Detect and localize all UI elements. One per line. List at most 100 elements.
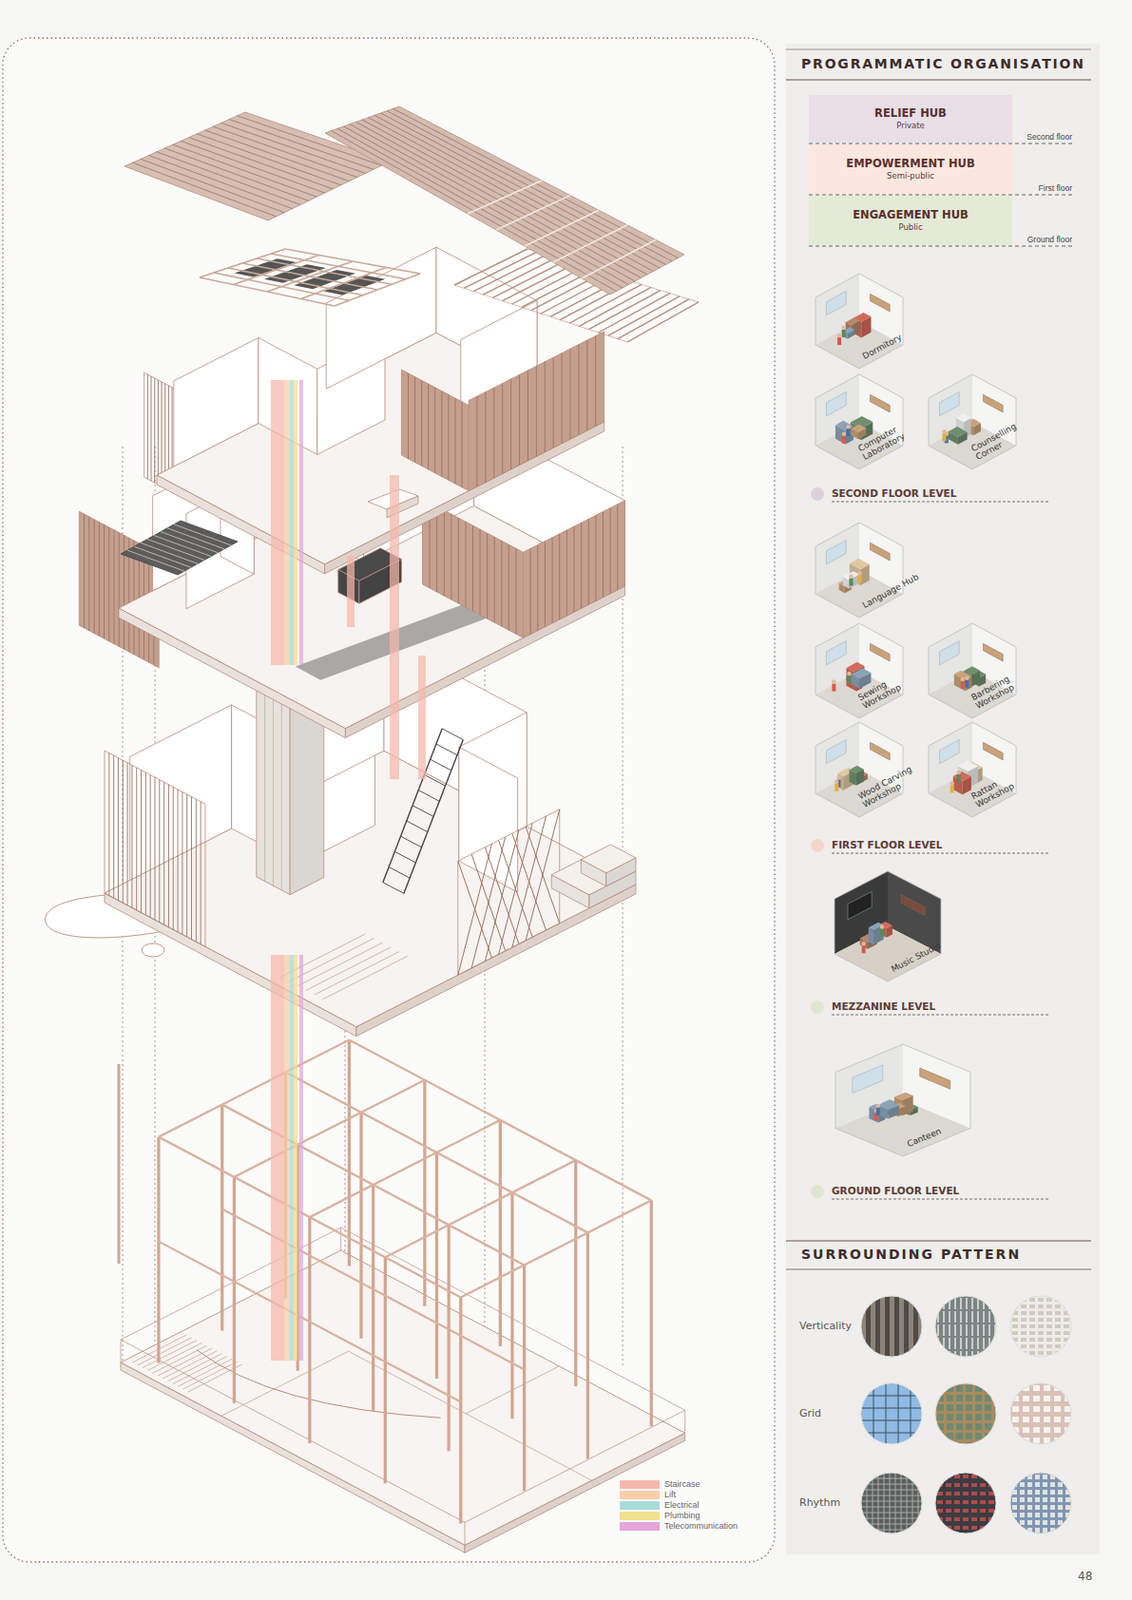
photo-window	[962, 1509, 969, 1514]
drawing-line	[494, 537, 496, 623]
photo-window	[962, 1517, 969, 1522]
room-vignette: Dormitory	[815, 273, 903, 369]
vignette-face	[826, 540, 847, 565]
photo-window	[1055, 1318, 1061, 1323]
drawing-line	[148, 155, 292, 210]
vignette-face	[815, 374, 903, 470]
photo-window	[971, 1526, 978, 1531]
stair-shaft	[389, 475, 400, 780]
photo-window	[1055, 1304, 1061, 1309]
photo-window	[1019, 1497, 1025, 1503]
hub-band: EMPOWERMENT HUBSemi-public	[808, 144, 1013, 194]
drawing-line	[518, 374, 520, 465]
room-illustration	[815, 273, 903, 369]
photo-window	[937, 1500, 943, 1505]
vignette-face	[851, 668, 872, 679]
drawing-line	[482, 257, 557, 295]
drawing-line	[501, 383, 503, 474]
photo-window	[975, 1404, 982, 1412]
vignette-face	[901, 895, 925, 917]
photo-window	[982, 1311, 985, 1324]
photo-window	[956, 1385, 963, 1393]
figure-head	[834, 780, 839, 785]
drawing-line	[394, 851, 416, 864]
drawing-line	[383, 882, 404, 895]
vignette-face	[894, 1093, 914, 1101]
photo-window	[1029, 1318, 1036, 1323]
drawing-line	[167, 528, 225, 550]
photo-window	[945, 1509, 952, 1514]
photo-window	[945, 1517, 952, 1522]
photo-window	[971, 1351, 974, 1363]
drawing-line	[650, 1200, 653, 1427]
drawing-line	[140, 158, 285, 212]
drawing-line	[423, 774, 445, 787]
drawing-line	[617, 299, 690, 340]
drawing-line	[786, 79, 1092, 81]
drawing-line	[544, 362, 546, 453]
legend-swatch	[619, 1522, 660, 1532]
drawing-line	[94, 519, 96, 634]
drawing-line	[272, 686, 274, 886]
photo-window	[1029, 1304, 1036, 1309]
drawing-line	[297, 942, 383, 986]
photo-window	[1057, 1482, 1063, 1488]
photo-window	[1037, 1311, 1044, 1316]
vignette-face	[870, 643, 891, 662]
drawing-line	[383, 1257, 387, 1484]
photo-window	[1042, 1513, 1048, 1518]
photo-window	[946, 1442, 954, 1450]
photo-window	[1037, 1351, 1044, 1356]
photo-window	[1035, 1505, 1040, 1511]
photo-window	[1050, 1490, 1056, 1496]
vignette-face	[849, 558, 870, 570]
drawing-line	[158, 1039, 349, 1137]
drawing-line	[220, 1105, 224, 1332]
figure-head	[880, 924, 884, 929]
photo-window	[1029, 1351, 1036, 1356]
photo-window	[1020, 1304, 1027, 1309]
drawing-line	[458, 518, 460, 604]
drawing-line	[861, 1420, 922, 1422]
drawing-line	[447, 394, 449, 480]
drawing-line	[574, 1160, 577, 1387]
photo-window	[956, 1423, 963, 1431]
photo-window	[954, 1509, 960, 1514]
photo-window	[1063, 1324, 1070, 1329]
drawing-line	[153, 536, 212, 557]
photo-window	[965, 1324, 968, 1337]
level-heading: GROUND FLOOR LEVEL	[831, 1185, 960, 1197]
drawing-line	[581, 239, 656, 279]
drawing-line	[118, 533, 120, 648]
photo-window	[954, 1517, 960, 1522]
photo-window	[1012, 1438, 1019, 1444]
photo-window	[1043, 1385, 1051, 1392]
vignette-face	[852, 1065, 883, 1094]
photo-window	[1037, 1304, 1044, 1309]
photo-window	[1035, 1475, 1040, 1480]
vignette-face	[947, 426, 967, 438]
photo-window	[942, 1311, 945, 1324]
vignette-face	[928, 374, 1017, 470]
drawing-line	[861, 1496, 922, 1497]
photo-window	[971, 1492, 978, 1497]
photo-window	[1029, 1324, 1036, 1329]
photo-window	[988, 1500, 995, 1505]
photo-window	[1012, 1505, 1017, 1511]
photo-window	[1012, 1351, 1018, 1356]
drawing-line	[103, 524, 105, 639]
drawing-line	[177, 789, 179, 933]
photo-window	[971, 1517, 978, 1522]
drawing-line	[861, 1484, 922, 1486]
photo-window	[1046, 1311, 1053, 1316]
level-heading: SECOND FLOOR LEVEL	[831, 487, 957, 499]
vignette-face	[983, 643, 1004, 662]
vignette-face	[928, 722, 1017, 818]
figure-head	[845, 424, 850, 429]
photo-window	[1042, 1475, 1048, 1480]
room-vignette: Language Hub	[815, 522, 903, 618]
drawing-line	[569, 348, 571, 440]
drawing-line	[232, 1177, 236, 1404]
